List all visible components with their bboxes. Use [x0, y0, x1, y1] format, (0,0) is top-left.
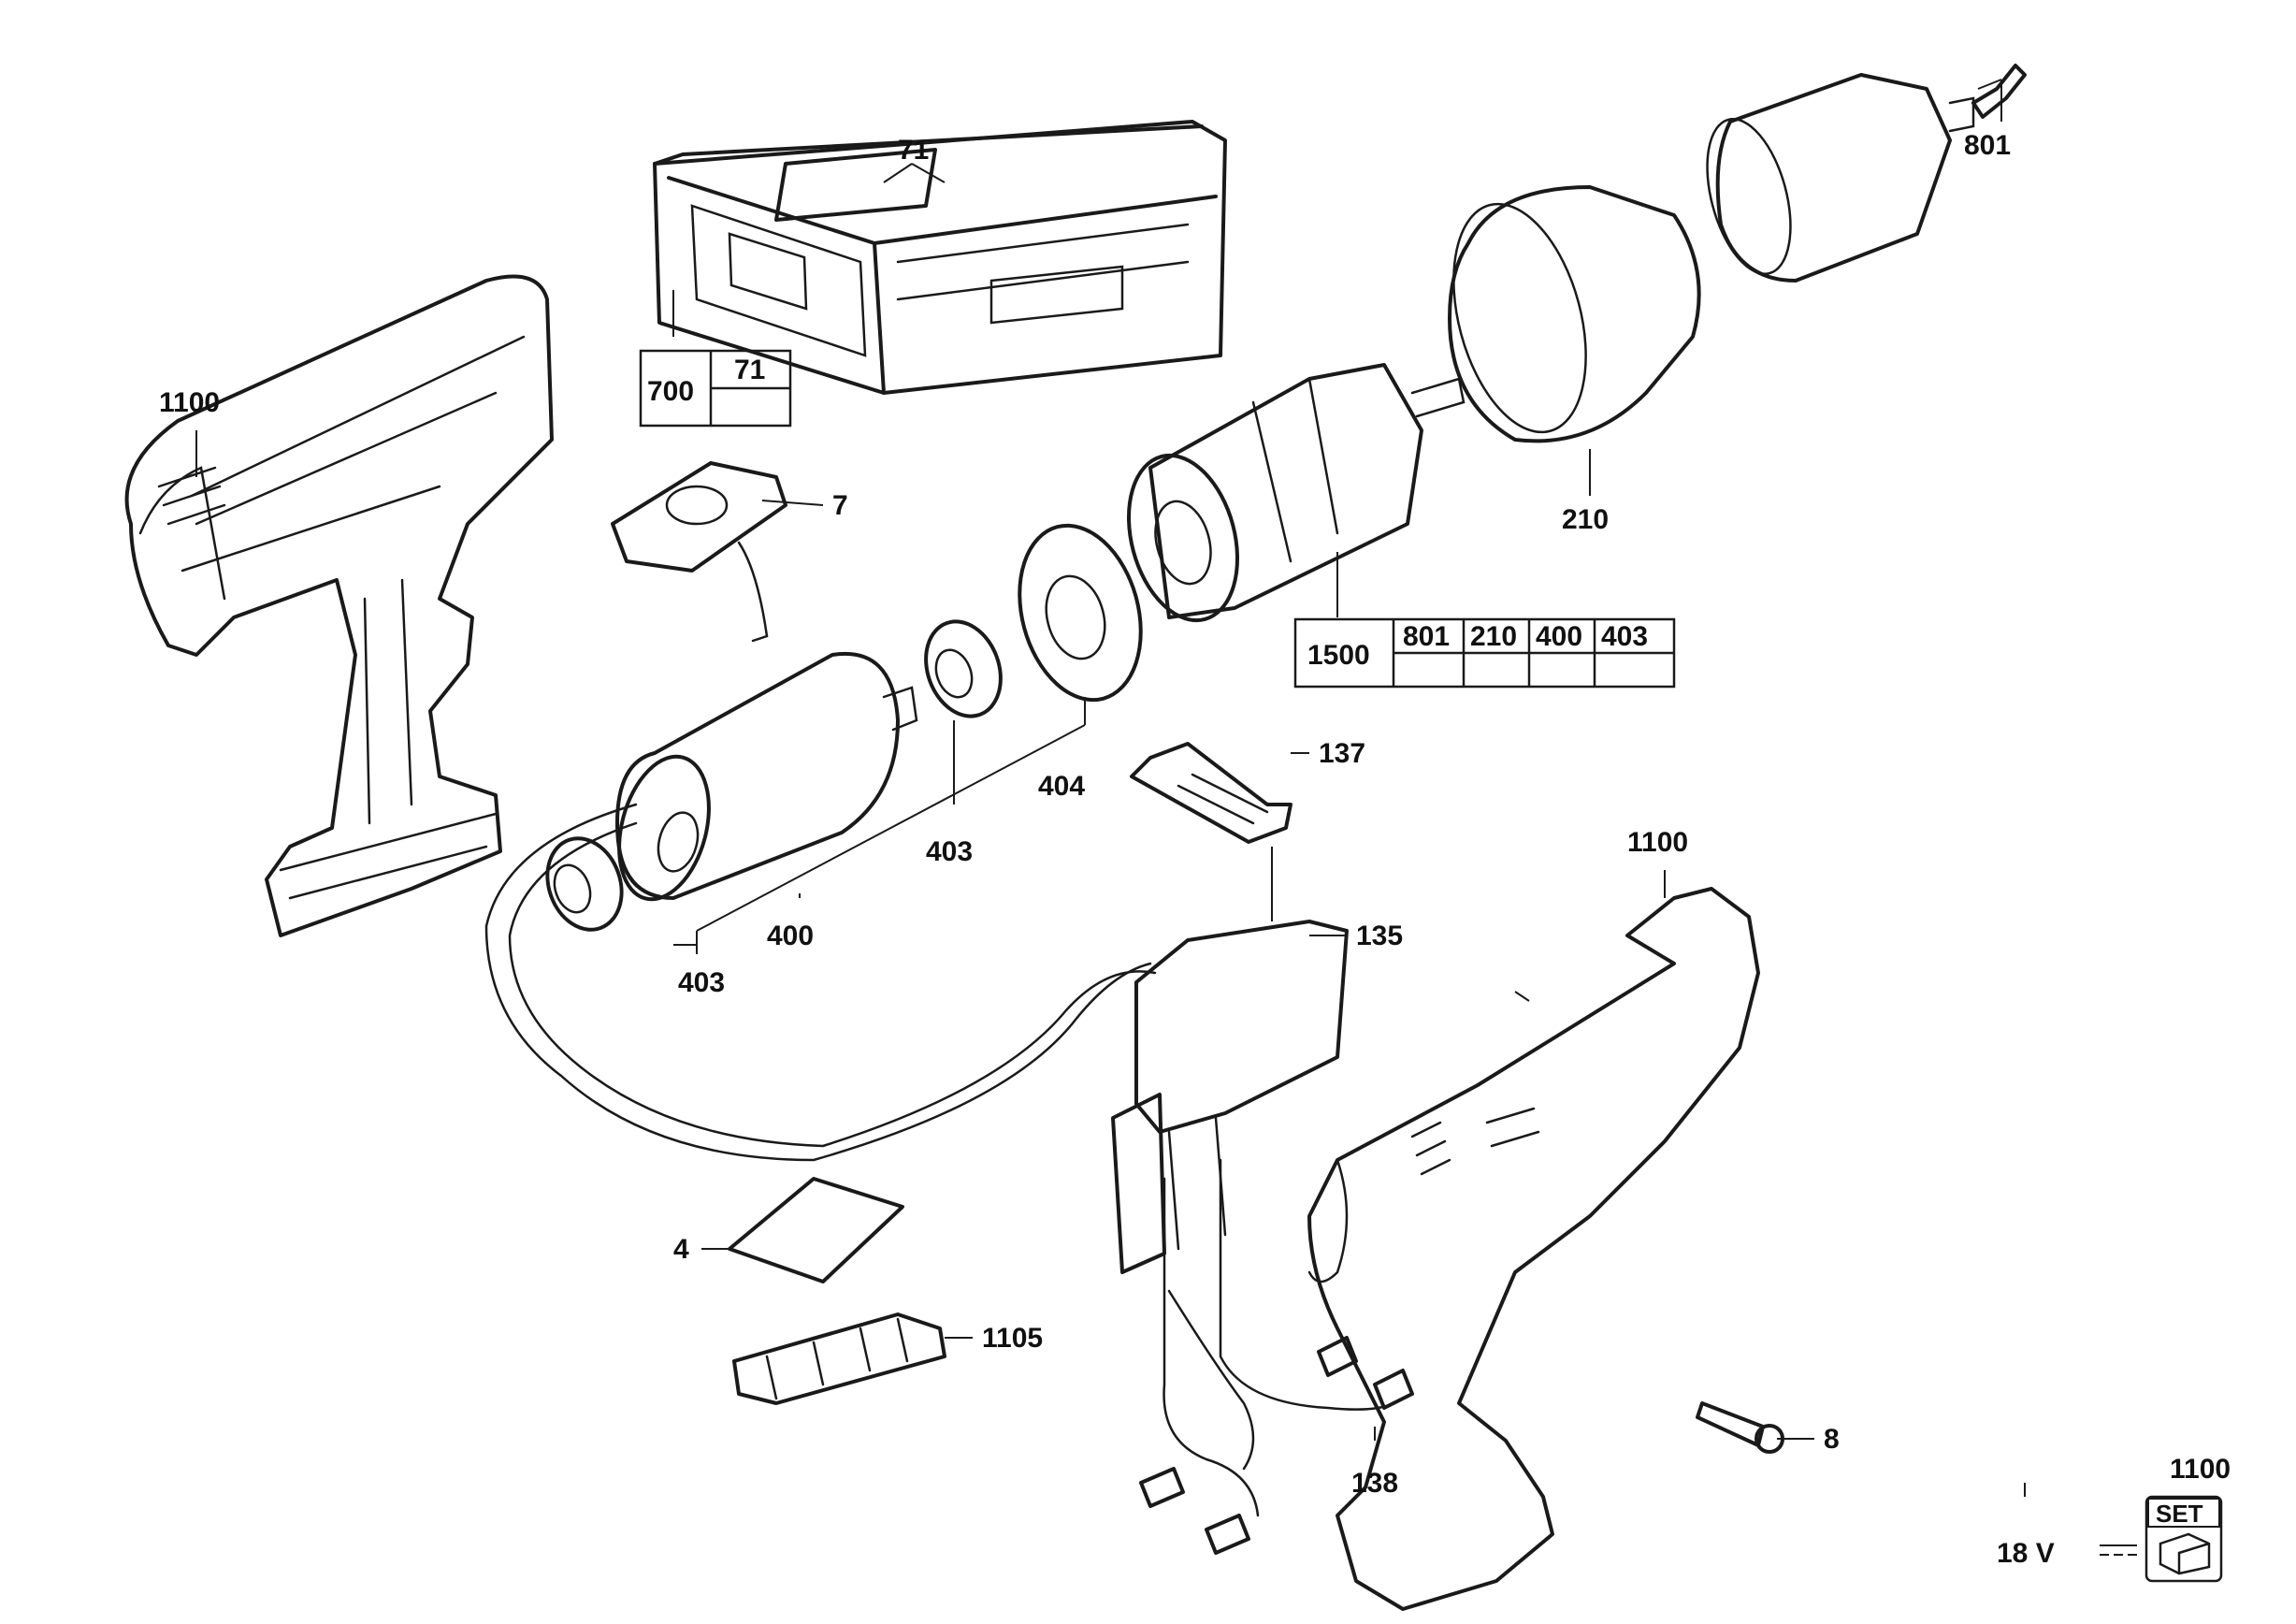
chuck — [1706, 73, 1975, 283]
motor-plate — [1018, 523, 1143, 703]
label-138: 138 — [1351, 1468, 1398, 1499]
label-210: 210 — [1562, 504, 1609, 535]
label-1100-set: 1100 — [2170, 1454, 2231, 1485]
motor-wires — [484, 803, 1395, 1517]
gearbox-kit-item-210: 210 — [1470, 621, 1517, 652]
label-400: 400 — [767, 921, 814, 951]
label-404: 404 — [1038, 771, 1085, 802]
voltage-label: 18 V — [1997, 1538, 2055, 1569]
label-7: 7 — [832, 490, 848, 521]
rating-plate-label — [728, 1177, 904, 1283]
leader-lines — [195, 79, 2026, 1497]
dc-symbol-icon — [2100, 1544, 2137, 1556]
case-kit-number: 700 — [647, 376, 694, 407]
housing-half-right — [1307, 887, 1760, 1611]
gearbox-kit-table: 1500 801 210 400 403 — [1293, 617, 1676, 689]
chuck-screw — [1971, 64, 2027, 119]
label-403-front: 403 — [926, 836, 973, 867]
label-135: 135 — [1356, 921, 1403, 951]
label-1100-mid: 1100 — [1627, 827, 1688, 858]
label-1100-top: 1100 — [159, 387, 220, 418]
housing-screw — [1696, 1401, 1784, 1454]
connector-plug-4 — [1205, 1514, 1250, 1555]
battery-terminal-holder — [732, 1312, 946, 1405]
label-71: 71 — [898, 135, 929, 166]
label-8: 8 — [1824, 1424, 1840, 1455]
direction-lever — [1130, 742, 1292, 844]
label-4: 4 — [673, 1234, 689, 1265]
case-kit-table: 700 71 — [639, 349, 792, 428]
bearing-403-rear — [545, 836, 624, 932]
case-kit-item-71: 71 — [734, 355, 765, 385]
label-1105: 1105 — [982, 1323, 1043, 1354]
gearbox-kit-item-801: 801 — [1403, 621, 1450, 652]
nose-cone — [1448, 185, 1701, 443]
label-801: 801 — [1964, 130, 2011, 161]
trigger-switch — [1111, 920, 1349, 1274]
carrying-case — [653, 120, 1227, 395]
label-403-rear: 403 — [678, 967, 725, 998]
gear-selector-slider — [611, 461, 787, 643]
bearing-403-front — [924, 619, 1003, 718]
gearbox-kit-item-403: 403 — [1601, 621, 1648, 652]
connector-plug-3 — [1139, 1467, 1185, 1508]
connector-plug-2 — [1373, 1369, 1414, 1410]
gearbox — [1126, 363, 1466, 623]
connector-plug-1 — [1317, 1336, 1358, 1377]
label-137: 137 — [1319, 738, 1365, 769]
set-badge: SET — [2144, 1495, 2223, 1583]
housing-half-left — [124, 274, 554, 937]
gearbox-kit-item-400: 400 — [1536, 621, 1582, 652]
set-badge-text: SET — [2156, 1500, 2203, 1528]
gearbox-kit-number: 1500 — [1307, 640, 1370, 671]
motor — [615, 651, 918, 902]
set-case-icon — [2159, 1532, 2211, 1575]
